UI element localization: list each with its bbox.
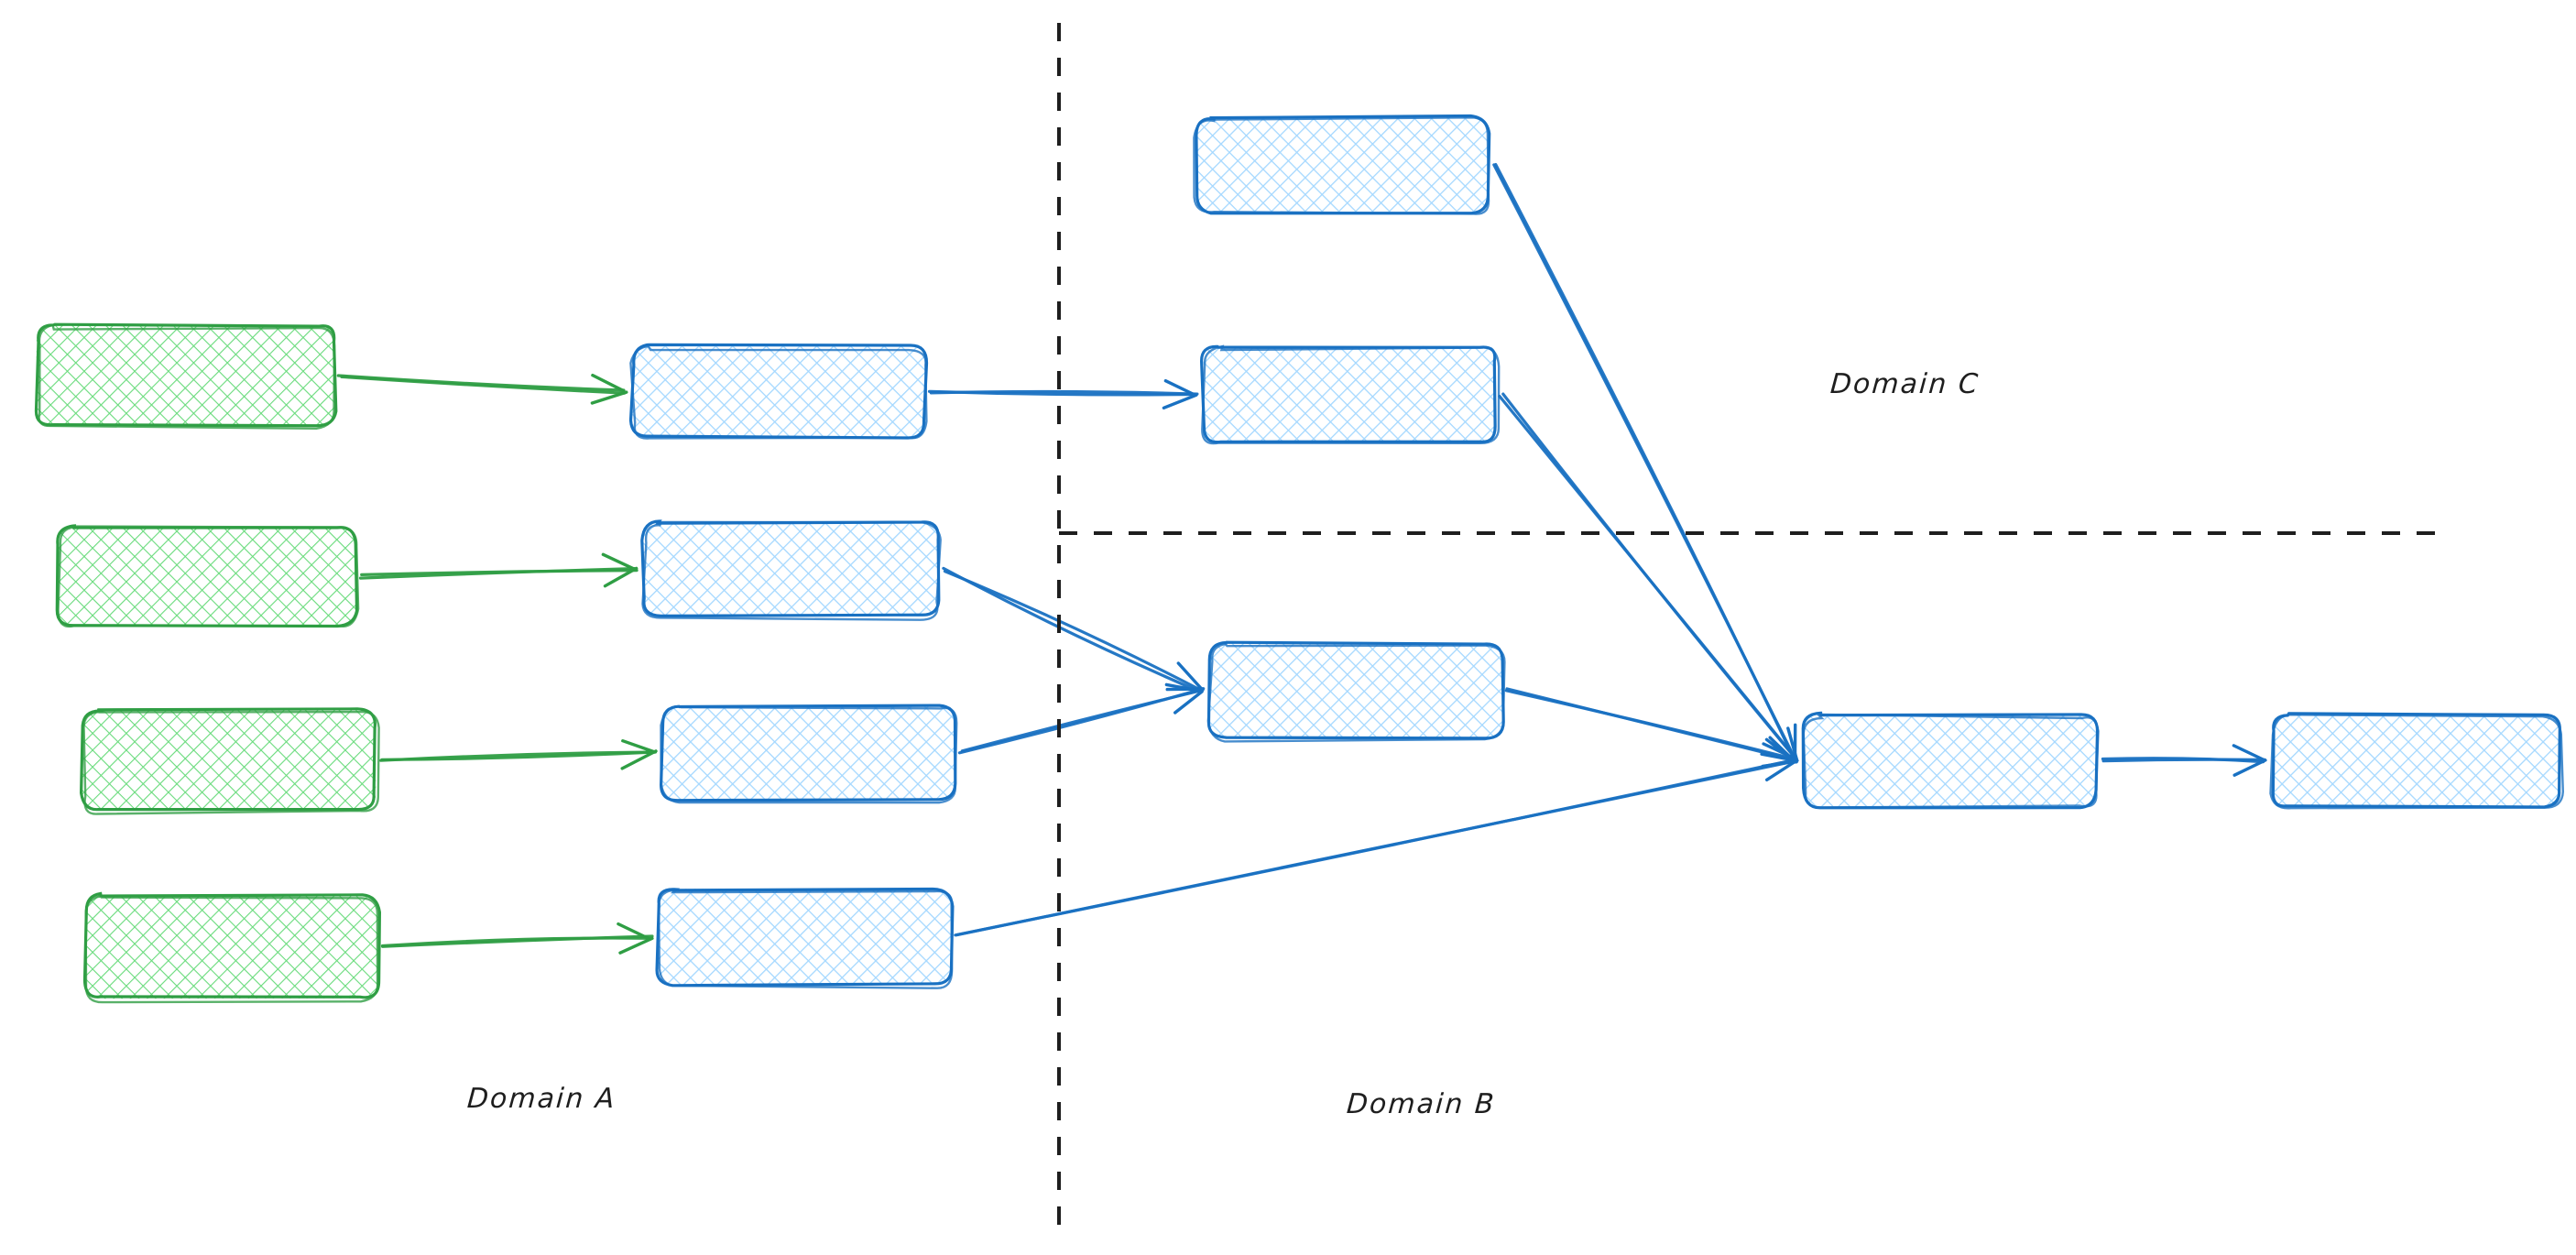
node-b3[interactable] [1206, 640, 1506, 743]
node-m2[interactable] [640, 519, 942, 621]
edge-b3-c1 [1504, 687, 1798, 769]
edge-m1-b2 [927, 379, 1199, 409]
edge-m3-b3 [957, 682, 1206, 755]
nodes-layer [34, 114, 2565, 1004]
node-c2[interactable] [2269, 712, 2565, 810]
domain-a-label: Domain A [465, 1083, 617, 1115]
node-m3[interactable] [659, 704, 958, 804]
node-a2[interactable] [55, 524, 360, 628]
edge-b2-c1 [1498, 392, 1799, 762]
node-m4[interactable] [655, 887, 955, 989]
dividers-layer [1057, 23, 2448, 1235]
node-a3[interactable] [79, 707, 380, 815]
domain-b-label: Domain B [1345, 1088, 1497, 1120]
edge-m4-c1 [954, 752, 1798, 937]
edge-a3-m3 [379, 739, 658, 770]
node-a1[interactable] [34, 322, 338, 431]
node-b1[interactable] [1193, 114, 1491, 215]
edge-c1-c2 [2101, 744, 2267, 777]
edge-a1-m1 [336, 373, 628, 405]
node-c1[interactable] [1801, 711, 2100, 810]
node-m1[interactable] [628, 343, 929, 440]
node-b2[interactable] [1199, 344, 1501, 445]
edge-m2-b3 [942, 566, 1205, 694]
edge-b1-c1 [1492, 162, 1798, 764]
domain-c-label: Domain C [1828, 368, 1981, 400]
node-a4[interactable] [82, 891, 382, 1004]
edge-a4-m4 [380, 922, 654, 955]
edge-a2-m2 [358, 552, 639, 588]
edges-layer [336, 162, 2267, 955]
